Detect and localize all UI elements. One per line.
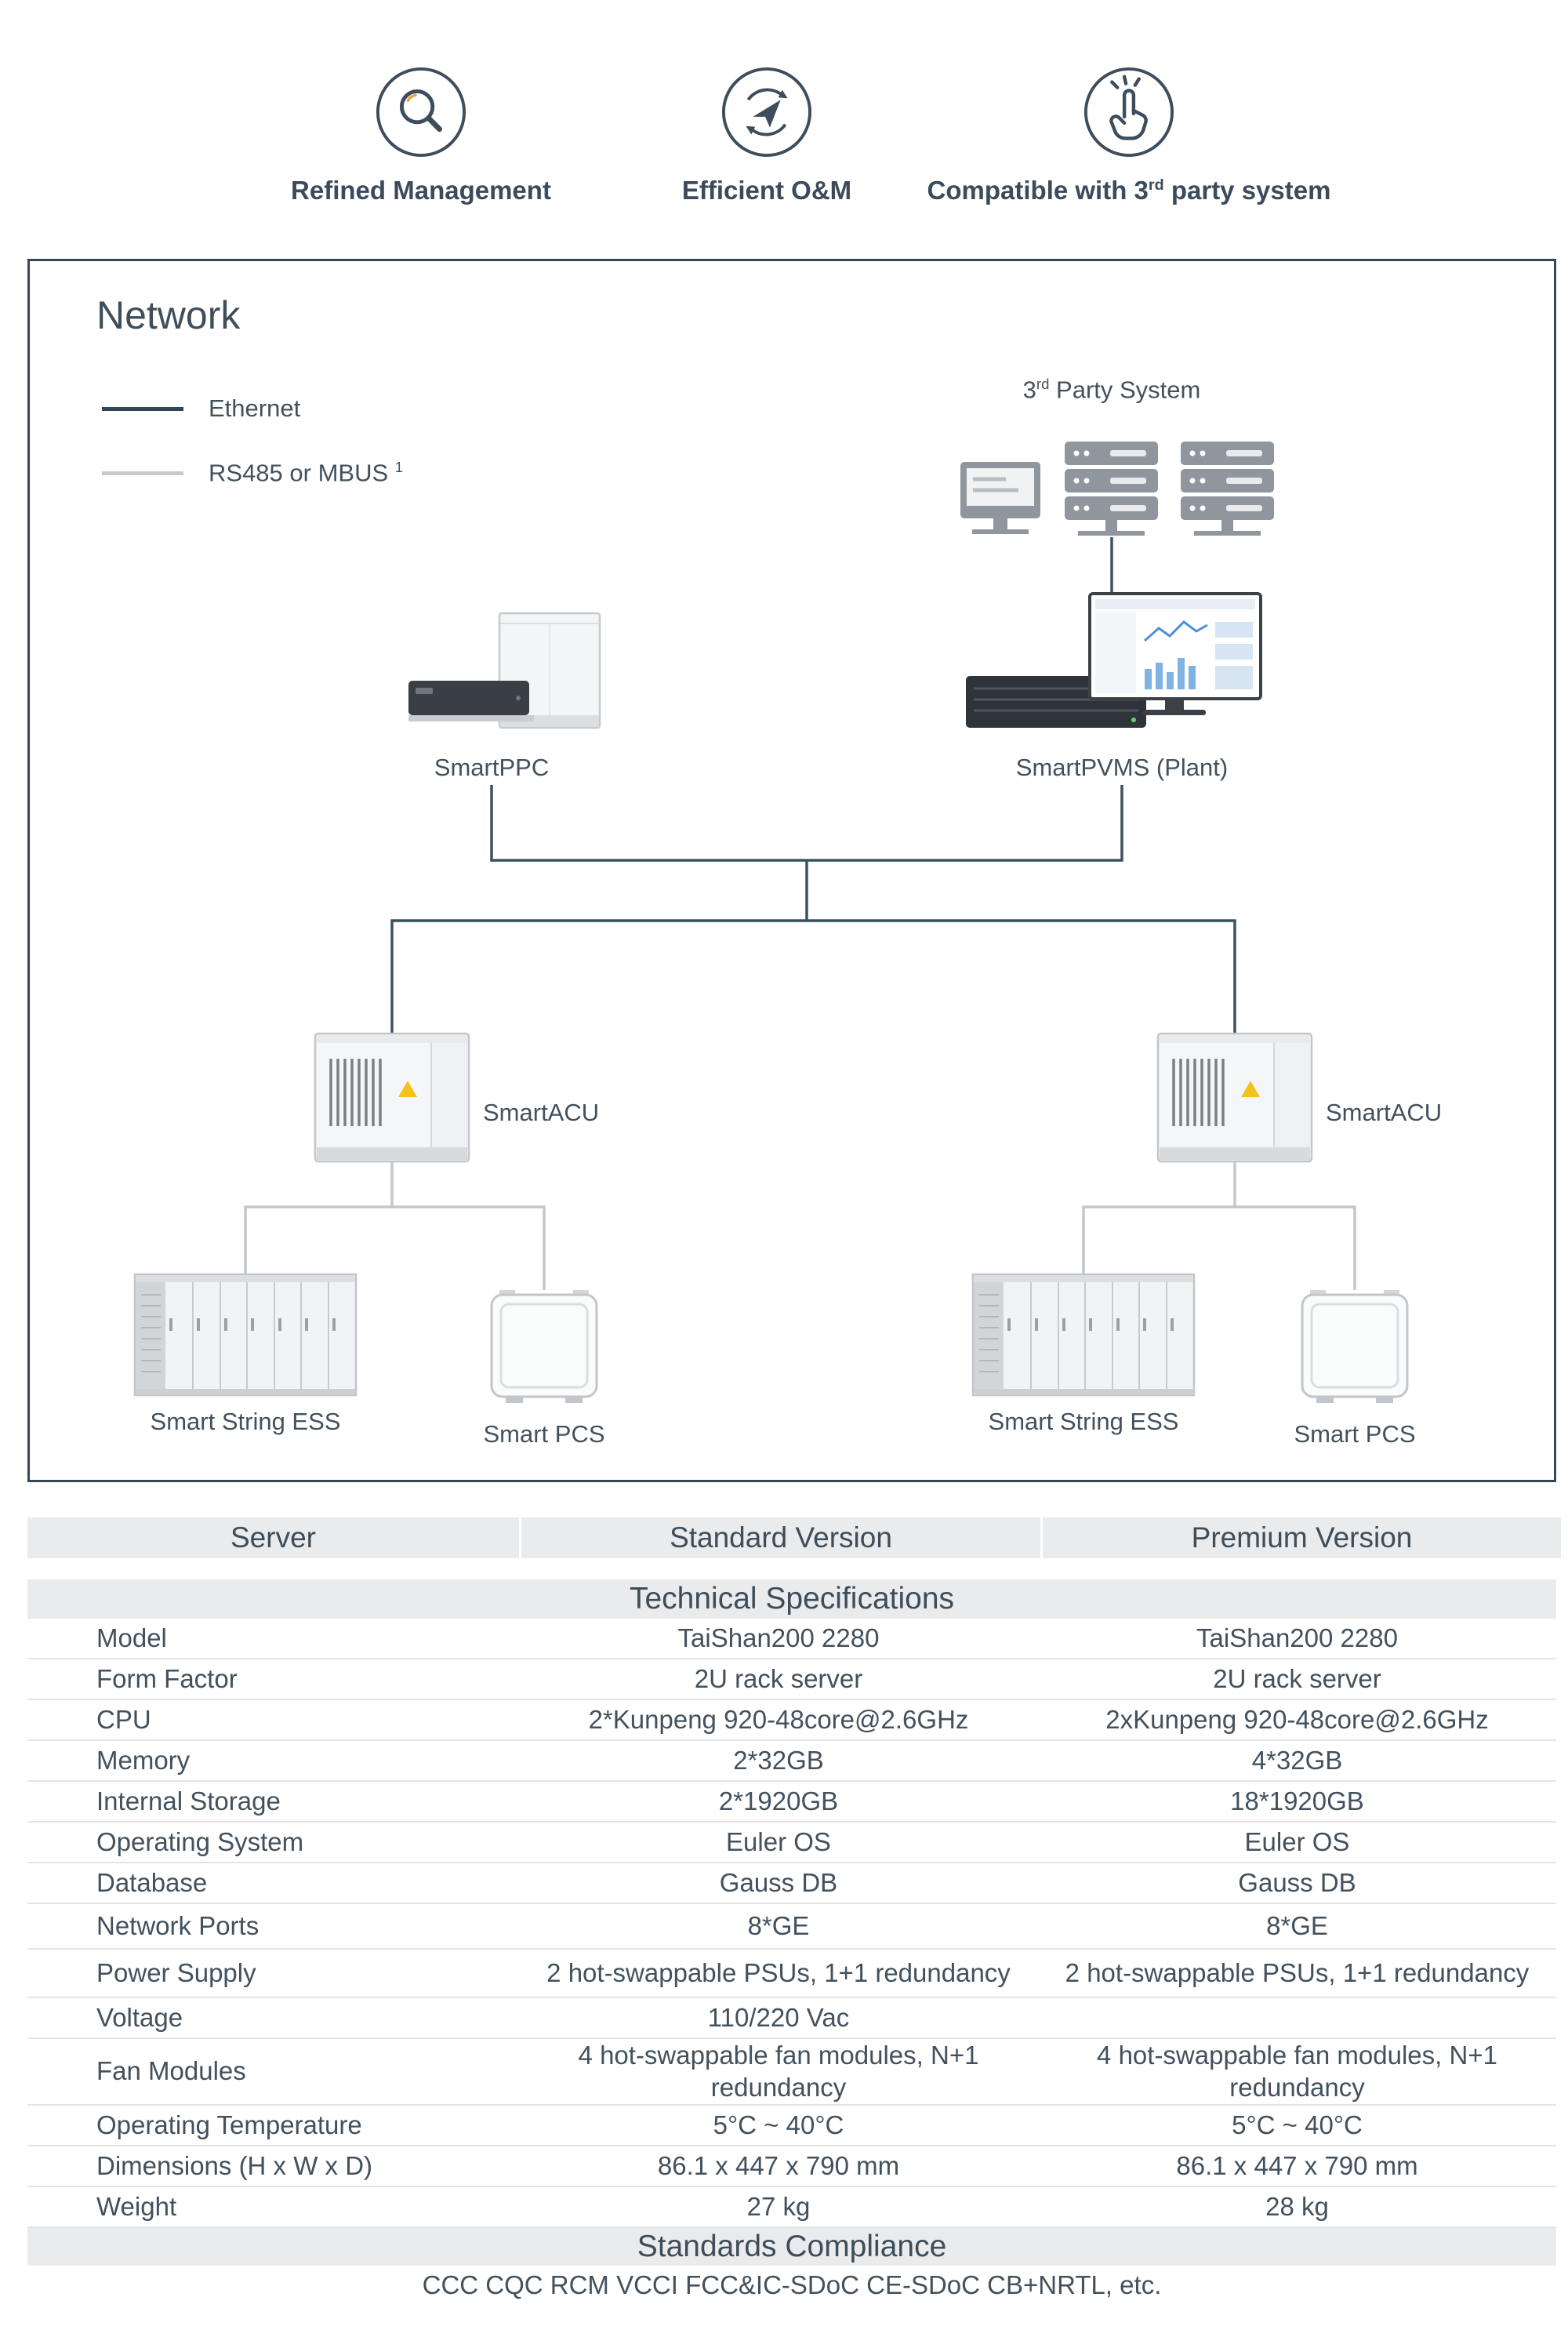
standards-compliance-value: CCC CQC RCM VCCI FCC&IC-SDoC CE-SDoC CB+… [422, 2270, 1162, 2299]
spec-row-database: Database Gauss DB Gauss DB [27, 1863, 1556, 1904]
spec-table-header: Server Standard Version Premium Version [27, 1517, 1561, 1558]
feature-compatible-3rd-party: Compatible with 3rd party system [847, 66, 1411, 205]
third-party-server-icon [1181, 442, 1274, 536]
magnifier-icon [376, 67, 466, 158]
smartppc-device [407, 612, 601, 729]
smartacu-left-label: SmartACU [483, 1099, 600, 1126]
spec-row-memory: Memory 2*32GB 4*32GB [27, 1741, 1556, 1782]
rs485-connections [244, 1161, 1356, 1290]
smartacu-device-right [1156, 1032, 1313, 1163]
ess-right-label: Smart String ESS [988, 1408, 1179, 1435]
spec-row-weight: Weight 27 kg 28 kg [27, 2187, 1556, 2228]
network-topology-graphic [133, 261, 1409, 1405]
rs485-line-swatch [102, 471, 183, 475]
smart-pcs-left [490, 1288, 598, 1405]
smartpvms-label: SmartPVMS (Plant) [1015, 754, 1229, 781]
smartppc-label: SmartPPC [434, 754, 550, 781]
feature-refined-management: Refined Management [139, 66, 703, 205]
spec-row-cpu: CPU 2*Kunpeng 920-48core@2.6GHz 2xKunpen… [27, 1700, 1556, 1741]
ethernet-connections [390, 537, 1236, 1034]
feature-label: Compatible with 3rd party system [927, 176, 1331, 205]
smart-string-ess-left [133, 1273, 358, 1397]
legend-ethernet-label: Ethernet [209, 394, 301, 422]
ess-left-label: Smart String ESS [150, 1408, 341, 1435]
legend-rs485: RS485 or MBUS 1 [102, 457, 403, 489]
smart-pcs-right [1301, 1288, 1409, 1405]
legend-rs485-label: RS485 or MBUS 1 [209, 458, 404, 487]
legend-ethernet: Ethernet [102, 393, 300, 424]
spec-row-power-supply: Power Supply 2 hot-swappable PSUs, 1+1 r… [27, 1950, 1556, 1998]
plane-cycle-icon [721, 67, 812, 158]
server-spec-table: Server Standard Version Premium Version … [27, 1517, 1561, 2305]
spec-row-operating-system: Operating System Euler OS Euler OS [27, 1823, 1556, 1863]
network-diagram: Network Ethernet RS485 or MBUS 1 [27, 259, 1556, 1482]
header-standard-version: Standard Version [521, 1517, 1040, 1558]
smartacu-right-label: SmartACU [1326, 1099, 1443, 1126]
spec-row-form-factor: Form Factor 2U rack server 2U rack serve… [27, 1659, 1556, 1700]
pcs-left-label: Smart PCS [483, 1420, 605, 1448]
monitor-stand [1165, 699, 1184, 710]
technical-specifications-title: Technical Specifications [27, 1579, 1556, 1619]
smartpvms-monitor [1088, 592, 1262, 700]
ethernet-line-swatch [102, 406, 183, 411]
network-title: Network [96, 293, 241, 337]
third-party-system-label: 3rd Party System [1022, 376, 1201, 404]
spec-row-voltage: Voltage 110/220 Vac [27, 1998, 1556, 2039]
spec-row-model: Model TaiShan200 2280 TaiShan200 2280 [27, 1619, 1556, 1659]
feature-label: Refined Management [291, 176, 551, 205]
spec-row-operating-temperature: Operating Temperature 5°C ~ 40°C 5°C ~ 4… [27, 2106, 1556, 2146]
spec-row-fan-modules: Fan Modules 4 hot-swappable fan modules,… [27, 2039, 1556, 2106]
monitor-base [1143, 710, 1206, 715]
feature-efficient-om: Efficient O&M [485, 66, 1049, 205]
header-premium-version: Premium Version [1043, 1517, 1561, 1558]
feature-highlights: Refined Management Efficient O&M [0, 0, 1568, 259]
pcs-right-label: Smart PCS [1294, 1420, 1416, 1448]
spec-row-dimensions: Dimensions (H x W x D) 86.1 x 447 x 790 … [27, 2146, 1556, 2187]
header-server: Server [27, 1517, 519, 1558]
smart-string-ess-right [971, 1273, 1196, 1397]
spec-row-network-ports: Network Ports 8*GE 8*GE [27, 1904, 1556, 1950]
third-party-server-icon [1065, 442, 1158, 536]
standards-compliance-title: Standards Compliance [27, 2227, 1556, 2266]
feature-label: Efficient O&M [681, 176, 852, 205]
smartacu-device-left [314, 1032, 470, 1163]
snap-hand-icon [1083, 67, 1174, 158]
spec-row-internal-storage: Internal Storage 2*1920GB 18*1920GB [27, 1782, 1556, 1823]
third-party-monitor-icon [960, 462, 1040, 534]
